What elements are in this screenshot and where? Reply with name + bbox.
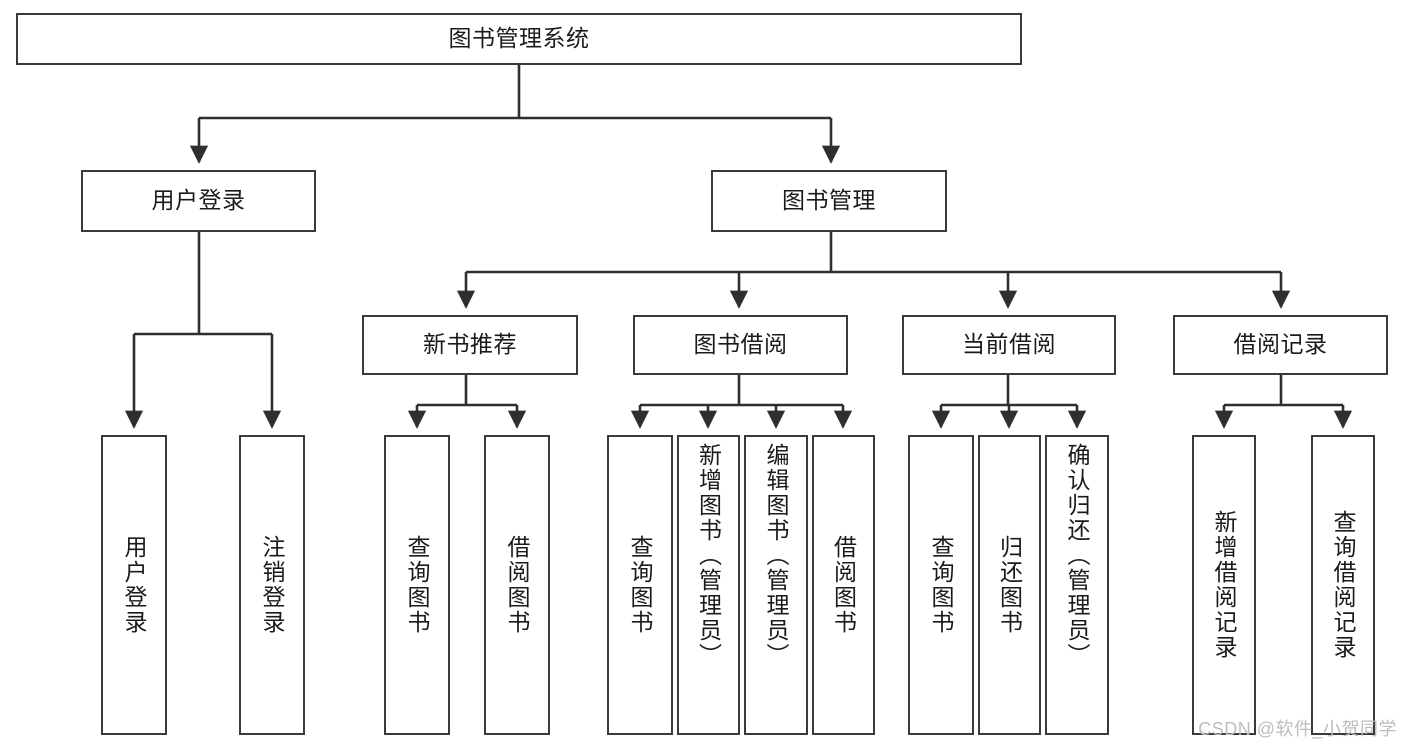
leaf-current-borrow-query[interactable]: 查询图书: [908, 435, 974, 735]
leaf-label: 查询图书: [928, 535, 955, 635]
leaf-label: 借阅图书: [504, 535, 531, 635]
leaf-label: 归还图书: [996, 535, 1023, 635]
leaf-book-borrow-query[interactable]: 查询图书: [607, 435, 673, 735]
node-user-login[interactable]: 用户登录: [81, 170, 316, 232]
leaf-borrow-record-query[interactable]: 查询借阅记录: [1311, 435, 1375, 735]
leaf-label: 新增图书（管理员）: [695, 443, 722, 668]
leaf-borrow-record-add[interactable]: 新增借阅记录: [1192, 435, 1256, 735]
node-new-book-recommend-label: 新书推荐: [423, 331, 517, 358]
leaf-book-borrow-edit-admin[interactable]: 编辑图书（管理员）: [744, 435, 808, 735]
node-root-library-system[interactable]: 图书管理系统: [16, 13, 1022, 65]
node-root-label: 图书管理系统: [448, 25, 590, 52]
leaf-new-book-borrow[interactable]: 借阅图书: [484, 435, 550, 735]
leaf-label: 确认归还（管理员）: [1064, 443, 1091, 668]
node-borrow-record-label: 借阅记录: [1233, 331, 1328, 358]
leaf-current-borrow-return[interactable]: 归还图书: [978, 435, 1041, 735]
node-new-book-recommend[interactable]: 新书推荐: [362, 315, 578, 375]
leaf-book-borrow-add-admin[interactable]: 新增图书（管理员）: [677, 435, 740, 735]
leaf-label: 用户登录: [121, 535, 148, 635]
node-borrow-record[interactable]: 借阅记录: [1173, 315, 1388, 375]
node-user-login-label: 用户登录: [151, 187, 246, 214]
leaf-new-book-query[interactable]: 查询图书: [384, 435, 450, 735]
leaf-label: 查询图书: [627, 535, 654, 635]
node-current-borrow[interactable]: 当前借阅: [902, 315, 1116, 375]
leaf-label: 借阅图书: [830, 535, 857, 635]
leaf-label: 查询借阅记录: [1330, 510, 1357, 660]
node-current-borrow-label: 当前借阅: [962, 331, 1056, 358]
node-book-borrow-label: 图书借阅: [693, 331, 788, 358]
csdn-watermark: CSDN @软件_小贺同学: [1198, 719, 1397, 739]
node-book-borrow[interactable]: 图书借阅: [633, 315, 848, 375]
leaf-label: 查询图书: [404, 535, 431, 635]
leaf-label: 注销登录: [259, 535, 286, 635]
leaf-user-login-login[interactable]: 用户登录: [101, 435, 167, 735]
node-book-management-label: 图书管理: [782, 187, 876, 214]
leaf-user-login-logout[interactable]: 注销登录: [239, 435, 305, 735]
leaf-current-borrow-confirm-admin[interactable]: 确认归还（管理员）: [1045, 435, 1109, 735]
node-book-management[interactable]: 图书管理: [711, 170, 947, 232]
leaf-label: 新增借阅记录: [1211, 510, 1238, 660]
leaf-label: 编辑图书（管理员）: [763, 443, 790, 668]
leaf-book-borrow-borrow[interactable]: 借阅图书: [812, 435, 875, 735]
